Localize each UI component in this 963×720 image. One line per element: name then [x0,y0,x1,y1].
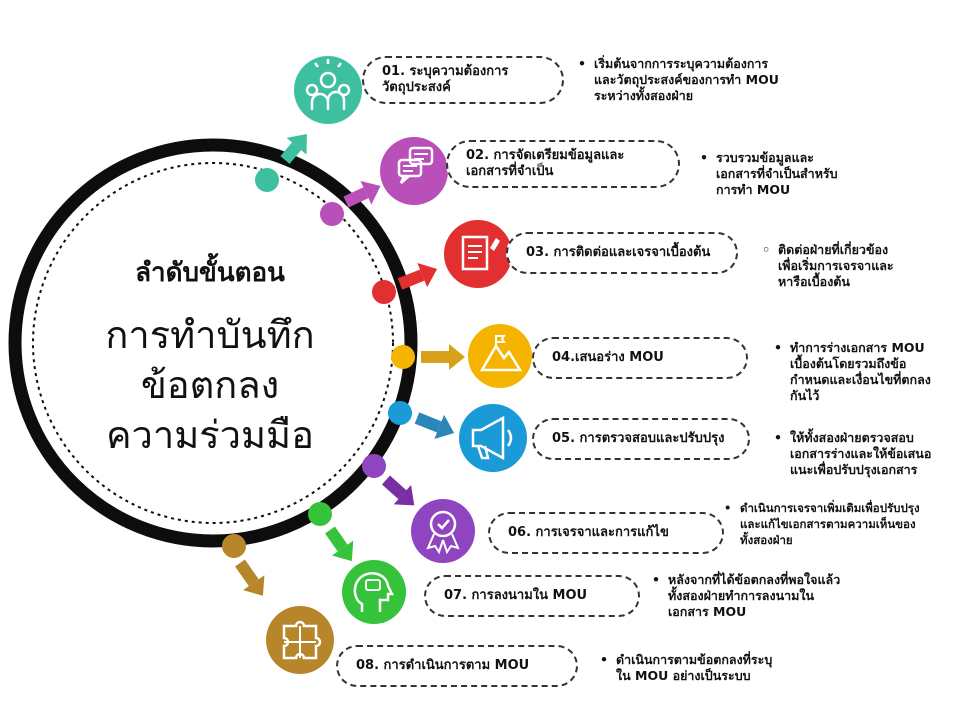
step-07-desc-line-2: ทั้งสองฝ่ายทำการลงนามใน [668,588,815,603]
step-02-desc-line-3: การทำ MOU [716,182,791,197]
center-main-line-1: การทำบันทึก [105,313,315,357]
step-04-desc-line-1: ทำการร่างเอกสาร MOU [790,340,925,355]
step-03-label-line-1: 03. การติดต่อและเจรจาเบื้องต้น [526,245,711,260]
step-08-description: • ดำเนินการตามข้อตกลงที่ระบุ ใน MOU อย่า… [600,652,773,684]
step4-dot [391,345,415,369]
step1-dot [255,168,279,192]
step5-arrow [414,412,455,440]
mountain-flag-icon [468,324,532,388]
step-02-desc-line-2: เอกสารที่จำเป็นสำหรับ [716,166,838,181]
step-05-desc-line-3: แนะเพื่อปรับปรุงเอกสาร [790,462,918,477]
step-02-label: 02. การจัดเตรียมข้อมูลและ เอกสารที่จำเป็… [446,140,680,188]
step3-dot [372,280,396,304]
step-08-label-line-1: 08. การดำเนินการตาม MOU [356,658,530,673]
step-04-desc-line-4: กันไว้ [790,388,820,403]
step-05-desc-line-2: เอกสารร่างและให้ข้อเสนอ [790,446,932,461]
step-07-desc-line-3: เอกสาร MOU [668,604,747,619]
step-03-label: 03. การติดต่อและเจรจาเบื้องต้น [506,232,738,274]
step-04-description: • ทำการร่างเอกสาร MOU เบื้องต้นโดยรวมถึง… [774,340,931,404]
step4-arrow [421,344,465,370]
center-main-line-2: ข้อตกลง [140,363,280,407]
step-02-description: • รวบรวมข้อมูลและ เอกสารที่จำเป็นสำหรับ … [700,150,838,198]
step5-dot [388,401,412,425]
head-chat-icon [342,560,406,624]
step-08-desc-line-2: ใน MOU อย่างเป็นระบบ [616,668,751,683]
step-08-desc-line-1: ดำเนินการตามข้อตกลงที่ระบุ [616,652,773,667]
step-01-desc-line-3: ระหว่างทั้งสองฝ่าย [594,88,694,103]
step-01-label: 01. ระบุความต้องการ วัตถุประสงค์ [362,56,564,104]
center-main-title: การทำบันทึก ข้อตกลง ความร่วมมือ [40,310,380,460]
step-06-desc-line-1: ดำเนินการเจรจาเพิ่มเติมเพื่อปรับปรุง [740,501,920,515]
step-01-bullet: • [578,56,586,71]
step-06-label-line-1: 06. การเจรจาและการแก้ไข [508,525,669,540]
step6-arrow [381,475,415,506]
people-idea-icon [294,56,362,124]
document-pen-icon [444,220,512,288]
step-08-label: 08. การดำเนินการตาม MOU [336,645,578,687]
step2-dot [320,202,344,226]
megaphone-icon [459,404,527,472]
step7-dot [308,502,332,526]
step-03-desc-line-2: เพื่อเริ่มการเจรจาและ [778,258,894,273]
step8-dot [222,534,246,558]
outer-ring [8,138,418,548]
step-03-bullet: ◦ [762,242,770,257]
step-04-label-line-1: 04.เสนอร่าง MOU [552,350,664,365]
step-02-label-line-2: เอกสารที่จำเป็น [466,164,554,179]
step-05-bullet: • [774,430,782,445]
step-06-bullet: • [724,501,732,515]
step2-arrow [343,180,381,208]
step-01-label-line-1: 01. ระบุความต้องการ [382,64,509,79]
step-07-label: 07. การลงนามใน MOU [424,575,640,617]
step7-arrow [325,526,354,562]
chat-bubbles-icon [380,137,448,205]
step1-arrow [280,133,307,164]
step-07-description: • หลังจากที่ได้ข้อตกลงที่พอใจแล้ว ทั้งสอ… [652,572,841,620]
step-06-label: 06. การเจรจาและการแก้ไข [488,512,724,554]
step-05-description: • ให้ทั้งสองฝ่ายตรวจสอบ เอกสารร่างและให้… [774,430,932,478]
step-04-bullet: • [774,340,782,355]
step-04-desc-line-3: กำหนดและเงื่อนไขที่ตกลง [790,372,931,387]
step-03-description: ◦ ติดต่อฝ่ายที่เกี่ยวข้อง เพื่อเริ่มการเ… [762,242,894,290]
step6-dot [362,454,386,478]
step-08-bullet: • [600,652,608,667]
award-badge-icon [411,499,475,563]
step-06-desc-line-2: และแก้ไขเอกสารตามความเห็นของ [740,517,916,531]
step-06-desc-line-3: ทั้งสองฝ่าย [740,533,793,547]
center-main-line-3: ความร่วมมือ [106,413,314,457]
step-05-label: 05. การตรวจสอบและปรับปรุง [532,418,750,460]
center-title: ลำดับขั้นตอน [135,258,285,288]
step-02-bullet: • [700,150,708,165]
step-02-label-line-1: 02. การจัดเตรียมข้อมูลและ [466,148,625,163]
step-04-label: 04.เสนอร่าง MOU [532,337,748,379]
step-01-label-line-2: วัตถุประสงค์ [382,80,451,95]
step-07-label-line-1: 07. การลงนามใน MOU [444,588,588,603]
puzzle-icon [266,606,334,674]
step-05-desc-line-1: ให้ทั้งสองฝ่ายตรวจสอบ [790,430,914,445]
step-07-bullet: • [652,572,660,587]
step-02-desc-line-1: รวบรวมข้อมูลและ [716,150,815,165]
step-06-description: • ดำเนินการเจรจาเพิ่มเติมเพื่อปรับปรุง แ… [724,500,920,548]
step-01-description: • เริ่มต้นจากการระบุความต้องการ และวัตถุ… [578,56,779,104]
step-03-desc-line-3: หารือเบื้องต้น [778,274,850,289]
step-03-desc-line-1: ติดต่อฝ่ายที่เกี่ยวข้อง [778,242,889,257]
step-07-desc-line-1: หลังจากที่ได้ข้อตกลงที่พอใจแล้ว [668,572,841,587]
inner-dashed-ring [32,162,394,524]
step-05-label-line-1: 05. การตรวจสอบและปรับปรุง [552,431,725,446]
step8-arrow [235,559,265,596]
step3-arrow [397,262,438,290]
step-01-desc-line-2: และวัตถุประสงค์ของการทำ MOU [594,72,779,87]
step-04-desc-line-2: เบื้องต้นโดยรวมถึงข้อ [790,356,907,371]
step-01-desc-line-1: เริ่มต้นจากการระบุความต้องการ [594,56,769,71]
